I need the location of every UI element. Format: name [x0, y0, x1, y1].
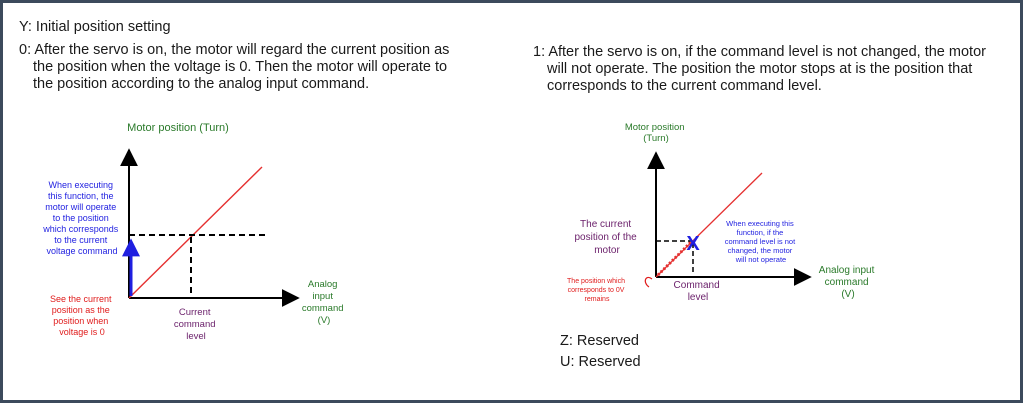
- option-1-line-3: corresponds to the current command level…: [547, 78, 822, 94]
- heading-initial-position: Y: Initial position setting: [19, 19, 171, 35]
- option-0-line-2: the position when the voltage is 0. Then…: [33, 59, 448, 75]
- left-blue-note-line: this function, the: [48, 191, 114, 201]
- option-0-line-3: the position according to the analog inp…: [33, 76, 370, 92]
- left-x-marker-label-line: command: [174, 319, 216, 330]
- left-position-line: [128, 166, 263, 299]
- right-red-note-line: corresponds to 0V: [568, 287, 625, 294]
- left-x-axis-label-line: command: [302, 303, 344, 314]
- right-y-axis-label-line: (Turn): [643, 133, 669, 144]
- right-purple-note-line: position of the: [574, 232, 637, 243]
- left-red-note-line: position as the: [52, 305, 110, 315]
- reserved-z: Z: Reserved: [560, 333, 639, 349]
- right-purple-note-line: motor: [594, 245, 620, 256]
- right-x-marker-label-line: level: [688, 292, 709, 303]
- diagram-right: Motor position (Turn) X The current posi…: [567, 122, 877, 303]
- right-x-marker-label-line: Command: [674, 280, 720, 291]
- left-x-axis-label-line: (V): [318, 315, 331, 326]
- right-red-note: The position which corresponds to 0V rem…: [567, 278, 627, 303]
- right-x-axis-label: Analog input command (V): [819, 265, 877, 300]
- reserved-u: U: Reserved: [560, 354, 641, 370]
- left-red-note-line: position when: [53, 316, 108, 326]
- right-blue-note-line: changed, the motor: [728, 246, 793, 255]
- left-blue-note-line: motor will operate: [45, 202, 116, 212]
- left-x-marker-label-line: level: [186, 331, 206, 342]
- option-1-line-1: 1: After the servo is on, if the command…: [533, 44, 986, 60]
- right-y-axis-label: Motor position (Turn): [625, 122, 687, 144]
- option-1-line-2: will not operate. The position the motor…: [547, 61, 973, 77]
- right-purple-note: The current position of the motor: [574, 219, 639, 256]
- right-purple-note-line: The current: [580, 219, 631, 230]
- right-dotted-segment: [656, 239, 694, 277]
- right-x-axis-label-line: (V): [841, 289, 854, 300]
- left-blue-note-line: to the position: [53, 213, 109, 223]
- left-red-note-line: See the current: [50, 294, 112, 304]
- diagram-left: Motor position (Turn) When executing thi…: [42, 122, 346, 342]
- right-x-axis-label-line: Analog input: [819, 265, 875, 276]
- left-red-note-line: voltage is 0: [59, 327, 105, 337]
- right-red-note-line: The position which: [567, 278, 625, 285]
- left-blue-note-line: voltage command: [46, 246, 117, 256]
- option-0-line-1: 0: After the servo is on, the motor will…: [19, 42, 450, 58]
- left-y-axis-label: Motor position (Turn): [127, 122, 229, 134]
- left-x-axis-label-line: input: [312, 291, 333, 302]
- right-blue-note-line: When executing this: [726, 219, 794, 228]
- left-blue-note-line: which corresponds: [42, 224, 119, 234]
- right-red-note-line: remains: [585, 296, 610, 303]
- right-x-marker-label: Command level: [674, 280, 723, 303]
- left-blue-note: When executing this function, the motor …: [42, 180, 121, 256]
- right-red-hook: [644, 276, 653, 288]
- left-x-axis-label-line: Analog: [308, 279, 338, 290]
- left-x-marker-label-line: Current: [179, 307, 211, 318]
- left-x-axis-label: Analog input command (V): [302, 279, 346, 326]
- left-red-note: See the current position as the position…: [50, 294, 114, 337]
- left-blue-note-line: When executing: [48, 180, 113, 190]
- right-blue-note: When executing this function, if the com…: [725, 219, 798, 264]
- right-y-axis-label-line: Motor position: [625, 122, 685, 133]
- right-blue-note-line: command level is not: [725, 237, 796, 246]
- right-x-marker-glyph: X: [686, 233, 700, 255]
- left-blue-note-line: to the current: [54, 235, 108, 245]
- right-blue-note-line: will not operate: [735, 255, 786, 264]
- left-x-marker-label: Current command level: [174, 307, 218, 342]
- right-blue-note-line: function, if the: [737, 228, 784, 237]
- right-x-axis-label-line: command: [825, 277, 869, 288]
